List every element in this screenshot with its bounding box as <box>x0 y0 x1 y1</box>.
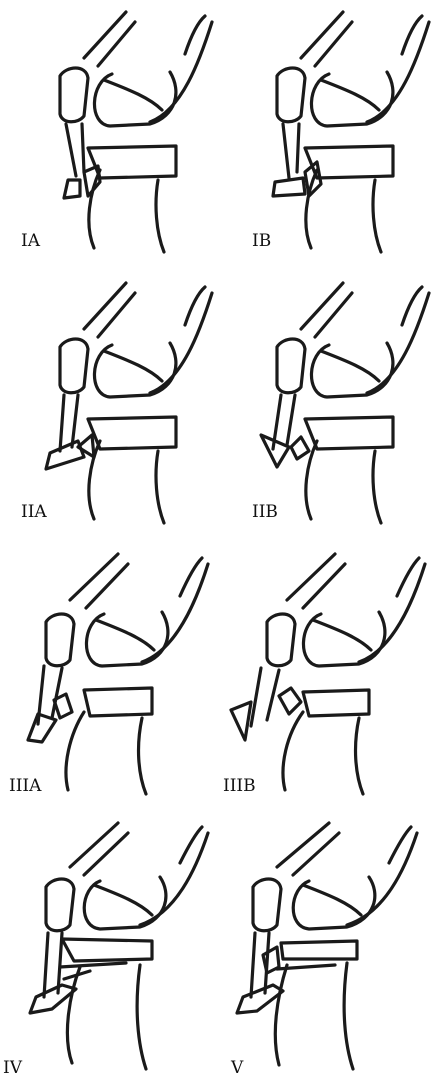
tibial-plateau <box>303 690 369 716</box>
knee-drawing-ib <box>217 0 434 271</box>
condyle-line <box>313 620 371 650</box>
tibia-shaft <box>67 965 146 1069</box>
tibial-plateau <box>281 941 357 959</box>
condyle-line <box>303 885 361 915</box>
tibia-shaft <box>306 170 381 252</box>
patellar-tendon <box>283 124 299 178</box>
fracture-line <box>60 963 126 979</box>
panel-label: IB <box>252 231 271 251</box>
panel-label: IIA <box>21 502 47 522</box>
condyle-line <box>94 885 152 915</box>
condyle-line <box>96 620 154 650</box>
fracture-fragment <box>291 437 309 459</box>
panel-ib: IB <box>217 0 434 271</box>
panel-label: IIIA <box>9 776 41 796</box>
knee-drawing-iiia <box>0 542 217 813</box>
fracture-fragment <box>84 166 100 196</box>
tibia-shaft <box>275 963 353 1069</box>
tibia-shaft <box>283 712 363 794</box>
panel-iia: IIA <box>0 271 217 542</box>
patella <box>277 68 305 122</box>
tibia-shaft <box>306 441 381 523</box>
panel-label: IIIB <box>223 776 256 796</box>
fracture-fragment <box>78 435 94 457</box>
femur-shaft-anterior <box>287 554 345 608</box>
tubercle-fragment <box>64 180 80 198</box>
panel-iiib: IIIB <box>217 542 434 813</box>
femur-shaft-anterior <box>277 823 339 875</box>
patella <box>253 879 281 931</box>
tubercle-fragment <box>273 178 305 196</box>
knee-drawing-iib <box>217 271 434 542</box>
tubercle-fragment <box>261 435 289 467</box>
femur-shaft-anterior <box>301 12 352 66</box>
patella <box>46 879 74 931</box>
patella <box>60 68 88 122</box>
patella <box>277 339 305 393</box>
knee-drawing-iv <box>0 813 217 1084</box>
femur-shaft-anterior <box>84 283 135 337</box>
patella <box>46 614 74 666</box>
tubercle-fragment <box>28 714 56 742</box>
femur-shaft-anterior <box>70 823 128 875</box>
panel-label: V <box>231 1058 243 1078</box>
patellar-tendon <box>251 668 279 726</box>
knee-drawing-iiib <box>217 542 434 813</box>
tubercle-fragment <box>231 702 251 740</box>
condyle-line <box>321 80 379 110</box>
patella <box>267 614 295 666</box>
tibia-shaft <box>89 441 164 523</box>
panel-ia: IA <box>0 0 217 271</box>
fracture-fragment <box>54 694 72 718</box>
tibial-plateau <box>84 688 152 716</box>
panel-iib: IIB <box>217 271 434 542</box>
condyle-line <box>321 351 379 381</box>
femur-shaft-anterior <box>84 12 135 66</box>
patella <box>60 339 88 393</box>
femur-shaft-posterior <box>140 827 208 925</box>
fracture-fragment <box>279 688 301 714</box>
panel-label: IA <box>21 231 40 251</box>
condyle-line <box>104 351 162 381</box>
panel-label: IV <box>3 1058 22 1078</box>
femur-shaft-anterior <box>301 283 352 337</box>
panel-iv: IV <box>0 813 217 1084</box>
tibial-plateau <box>305 417 393 449</box>
panel-iiia: IIIA <box>0 542 217 813</box>
tibial-plateau <box>88 417 176 449</box>
tibia-shaft <box>66 712 146 794</box>
tibial-plateau <box>62 939 152 961</box>
panel-label: IIB <box>252 502 278 522</box>
panel-v: V <box>217 813 434 1084</box>
condyle-line <box>104 80 162 110</box>
femur-shaft-anterior <box>70 554 128 608</box>
knee-drawing-v <box>217 813 434 1084</box>
patellar-tendon <box>66 124 84 176</box>
tibial-plateau <box>88 146 176 178</box>
